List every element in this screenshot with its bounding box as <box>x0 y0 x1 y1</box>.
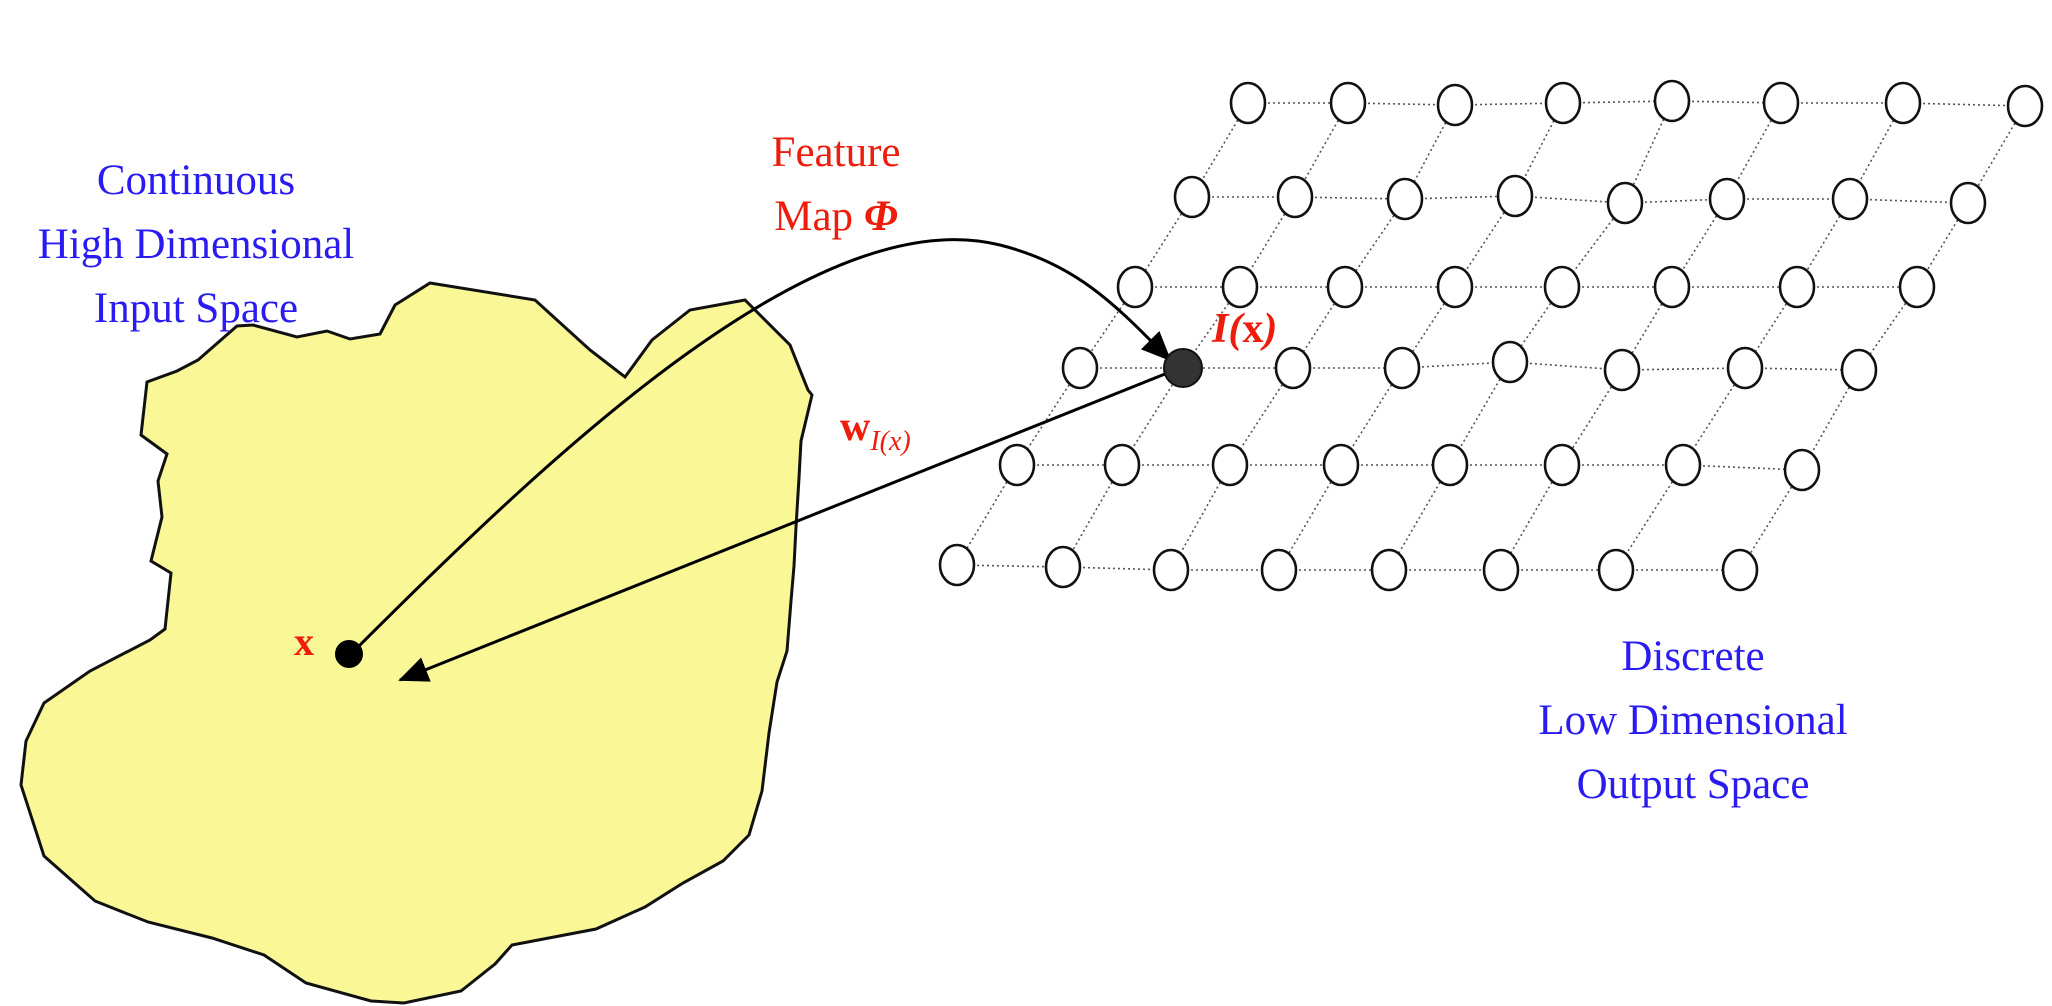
lattice-node <box>1260 548 1298 592</box>
lattice-node <box>1116 265 1154 309</box>
lattice-row-connection <box>1514 195 1626 204</box>
lattice-node <box>1653 265 1691 309</box>
input-space-label-line1: Continuous <box>97 157 295 204</box>
feature-map-label-line2: Map Φ <box>774 193 898 240</box>
lattice-node <box>1597 548 1635 592</box>
lattice-node <box>1664 443 1702 487</box>
output-lattice <box>938 79 2044 592</box>
lattice-node <box>998 443 1036 487</box>
winner-node-label: I(x) <box>1211 306 1277 352</box>
lattice-node <box>1491 340 1529 384</box>
lattice-node <box>1383 346 1421 390</box>
output-space-label-line3: Output Space <box>1577 761 1810 808</box>
lattice-node <box>1370 548 1408 592</box>
lattice-node <box>1173 175 1211 219</box>
lattice-node <box>1431 443 1469 487</box>
lattice-node <box>1044 545 1082 589</box>
lattice-node <box>1949 181 1987 225</box>
weight-vector-arrow <box>398 366 1181 682</box>
lattice-node <box>1721 548 1759 592</box>
output-space-label-line1: Discrete <box>1621 633 1764 680</box>
lattice-row-connection <box>1404 195 1516 200</box>
lattice-node <box>1831 177 1869 221</box>
lattice-node <box>1386 177 1424 221</box>
output-space-label-line2: Low Dimensional <box>1538 697 1847 744</box>
lattice-node <box>1543 265 1581 309</box>
lattice-node <box>2006 84 2044 128</box>
lattice-connections <box>956 100 2026 571</box>
lattice-node <box>1103 443 1141 487</box>
weight-vector-label: wI(x) <box>840 404 911 457</box>
feature-map-label-line1: Feature <box>772 129 901 176</box>
winner-node <box>1163 348 1203 388</box>
input-space-label-line2: High Dimensional <box>38 221 355 268</box>
lattice-node <box>1544 81 1582 125</box>
lattice-node <box>1061 346 1099 390</box>
lattice-node <box>1436 83 1474 127</box>
lattice-node <box>1274 346 1312 390</box>
input-point-label: x <box>294 619 314 664</box>
lattice-column-connection <box>1624 100 1673 204</box>
lattice-node <box>1884 81 1922 125</box>
lattice-row-connection <box>1744 367 1860 371</box>
lattice-column-connection <box>1615 464 1684 571</box>
lattice-node <box>1653 79 1691 123</box>
lattice-node <box>1152 548 1190 592</box>
lattice-node <box>1496 174 1534 218</box>
lattice-node <box>1221 265 1259 309</box>
lattice-node <box>1436 265 1474 309</box>
lattice-node <box>1762 81 1800 125</box>
feature-map-arrow <box>355 238 1172 650</box>
lattice-node <box>1603 348 1641 392</box>
lattice-node <box>1840 348 1878 392</box>
lattice-row-connection <box>1294 196 1406 200</box>
lattice-node <box>1326 265 1364 309</box>
lattice-node <box>1482 548 1520 592</box>
lattice-node <box>1211 443 1249 487</box>
lattice-node <box>938 543 976 587</box>
lattice-node <box>1543 443 1581 487</box>
lattice-row-connection <box>1621 367 1746 371</box>
lattice-node <box>1898 265 1936 309</box>
lattice-node <box>1322 443 1360 487</box>
lattice-node <box>1783 448 1821 492</box>
input-point <box>335 640 363 668</box>
lattice-column-connection <box>1967 105 2026 204</box>
lattice-node <box>1708 177 1746 221</box>
lattice-node <box>1329 81 1367 125</box>
lattice-column-connection <box>1561 369 1623 466</box>
lattice-node <box>1778 265 1816 309</box>
lattice-row-connection <box>1509 361 1623 371</box>
lattice-node <box>1276 175 1314 219</box>
lattice-node <box>1726 346 1764 390</box>
lattice-node <box>1606 181 1644 225</box>
lattice-row-connection <box>1902 102 2026 107</box>
input-space-region <box>19 281 814 1005</box>
lattice-node <box>1229 81 1267 125</box>
input-space-label-line3: Input Space <box>94 285 298 332</box>
